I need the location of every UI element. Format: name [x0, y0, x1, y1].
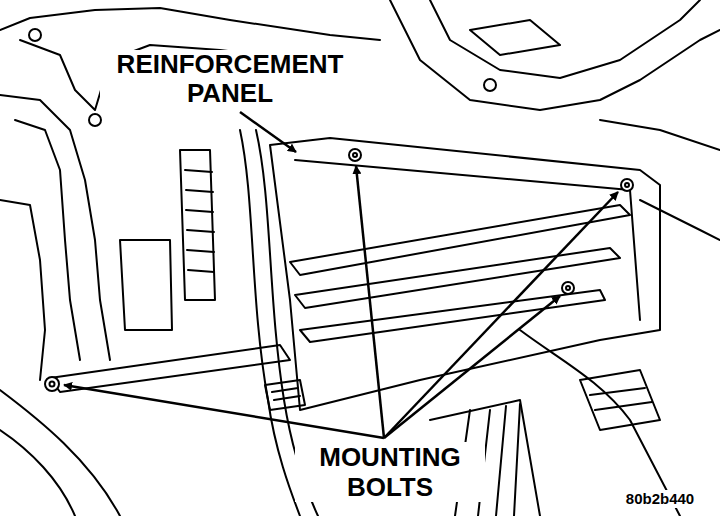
figure-code: 80b2b440 [606, 490, 714, 508]
mounting-bolt [29, 29, 633, 391]
part-label: MOUNTING BOLTS [295, 442, 485, 502]
part-label: REINFORCEMENT PANEL [100, 50, 360, 108]
leader-arrow [64, 112, 618, 438]
